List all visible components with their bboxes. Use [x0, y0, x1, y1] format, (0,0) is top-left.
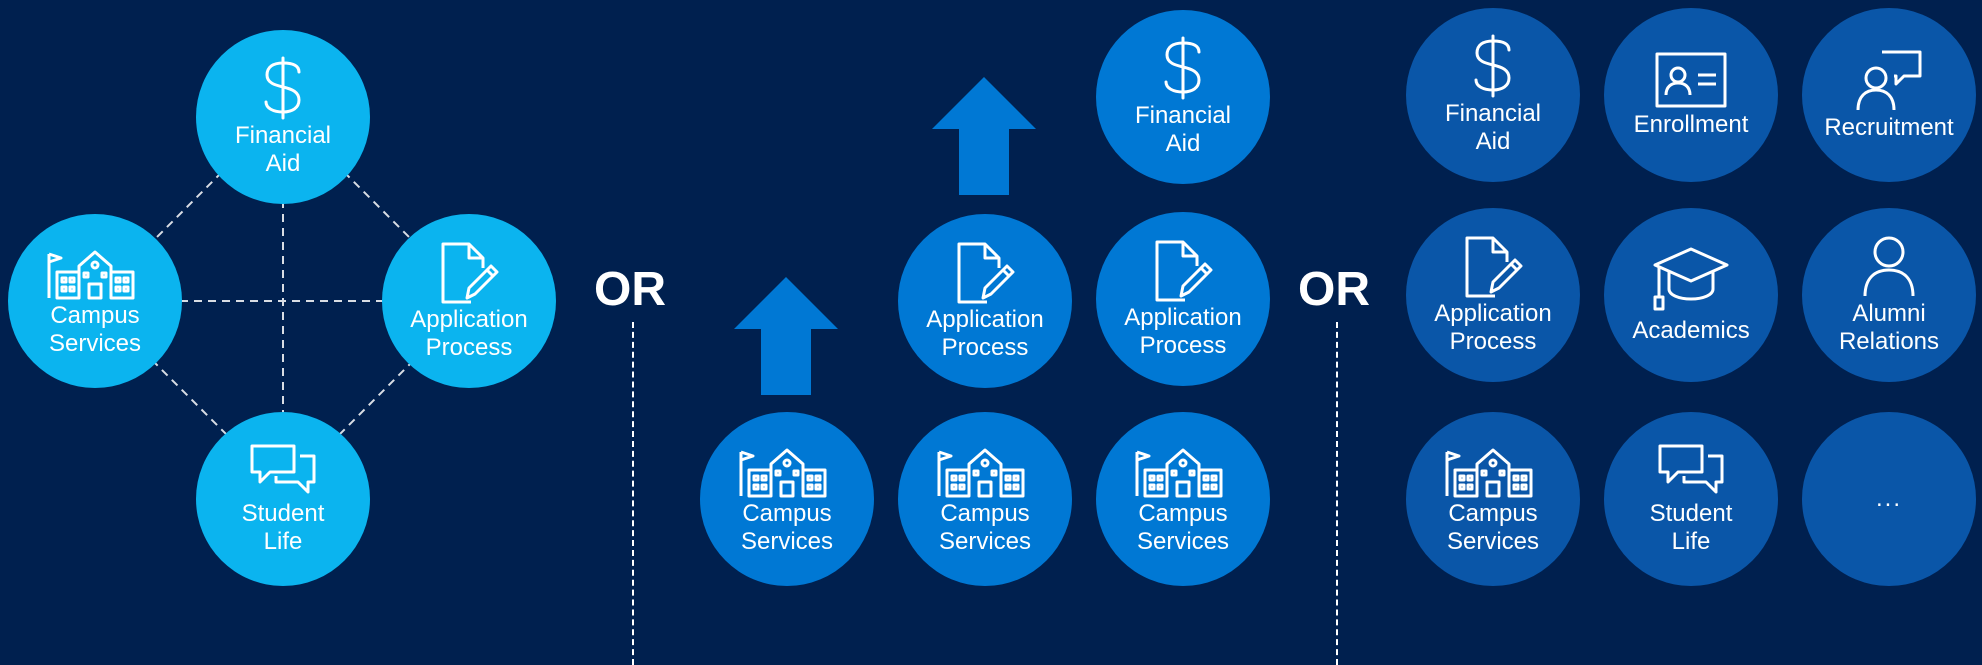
student-life-node-2: Student Life [1604, 412, 1778, 586]
building-icon [47, 250, 135, 300]
financial-aid-label: Financial Aid [1444, 100, 1542, 155]
chat-bubbles-icon [1658, 444, 1724, 494]
student-life-node: Student Life [196, 412, 370, 586]
up-arrow-icon [932, 77, 1036, 195]
financial-aid-node-2: Financial Aid [1096, 10, 1270, 184]
financial-aid-node-3: Financial Aid [1406, 8, 1580, 182]
more-ellipsis: ... [1875, 485, 1902, 512]
application-process-label: Application Process [1124, 304, 1242, 359]
person-icon [1863, 236, 1915, 297]
connector-bottom-left [151, 359, 233, 441]
recruitment-label: Recruitment [1824, 114, 1954, 141]
building-icon [739, 448, 827, 498]
id-card-icon [1655, 52, 1727, 108]
enrollment-label: Enrollment [1633, 111, 1749, 138]
document-pen-icon [441, 242, 499, 304]
application-process-node-2: Application Process [1096, 212, 1270, 386]
divider-line-2 [1336, 322, 1338, 665]
document-pen-icon [1155, 240, 1213, 302]
enrollment-node: Enrollment [1604, 8, 1778, 182]
up-arrow-icon [734, 277, 838, 395]
alumni-relations-label: Alumni Relations [1838, 300, 1940, 355]
campus-services-label: Campus Services [48, 302, 142, 357]
campus-services-node-3: Campus Services [1096, 412, 1270, 586]
person-speech-icon [1856, 50, 1922, 111]
student-life-label: Student Life [1649, 500, 1733, 555]
dollar-icon [264, 56, 301, 120]
campus-services-label: Campus Services [938, 500, 1032, 555]
dollar-icon [1474, 34, 1511, 98]
document-pen-icon [957, 242, 1015, 304]
campus-services-node-4: Campus Services [1406, 412, 1580, 586]
student-life-label: Student Life [241, 500, 325, 555]
graduation-cap-icon [1653, 247, 1729, 311]
building-icon [937, 448, 1025, 498]
application-process-node-3: Application Process [1406, 208, 1580, 382]
more-node: ... [1802, 412, 1976, 586]
campus-services-label: Campus Services [740, 500, 834, 555]
financial-aid-node: Financial Aid [196, 30, 370, 204]
dollar-icon [1164, 36, 1201, 100]
document-pen-icon [1465, 236, 1523, 298]
application-process-label: Application Process [1434, 300, 1552, 355]
campus-services-node: Campus Services [8, 214, 182, 388]
financial-aid-label: Financial Aid [234, 122, 332, 177]
recruitment-node: Recruitment [1802, 8, 1976, 182]
application-process-node-1: Application Process [898, 214, 1072, 388]
or-separator-1: OR [594, 263, 666, 316]
chat-bubbles-icon [250, 444, 316, 494]
divider-line-1 [632, 322, 634, 665]
campus-services-node-1: Campus Services [700, 412, 874, 586]
connector-bottom-right [333, 359, 415, 441]
or-separator-2: OR [1298, 263, 1370, 316]
academics-node: Academics [1604, 208, 1778, 382]
building-icon [1445, 448, 1533, 498]
application-process-label: Application Process [410, 306, 528, 361]
alumni-relations-node: Alumni Relations [1802, 208, 1976, 382]
application-process-label: Application Process [926, 306, 1044, 361]
academics-label: Academics [1632, 317, 1750, 344]
building-icon [1135, 448, 1223, 498]
campus-services-label: Campus Services [1136, 500, 1230, 555]
campus-services-node-2: Campus Services [898, 412, 1072, 586]
application-process-node: Application Process [382, 214, 556, 388]
campus-services-label: Campus Services [1446, 500, 1540, 555]
financial-aid-label: Financial Aid [1134, 102, 1232, 157]
